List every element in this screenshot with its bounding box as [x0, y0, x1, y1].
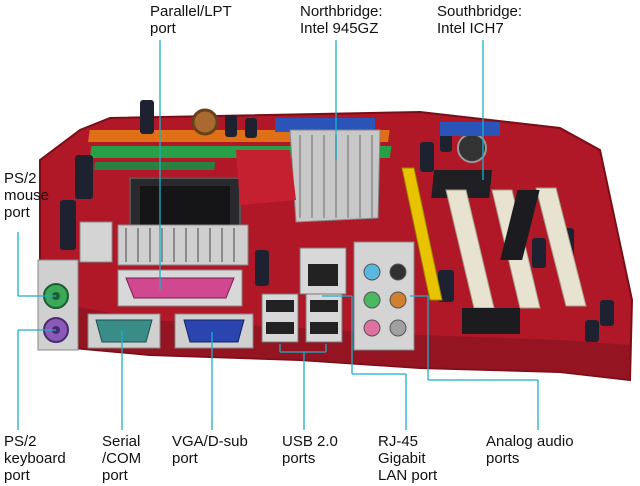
ide-connector: [440, 122, 500, 136]
northbridge-heatsink: [289, 129, 381, 223]
vrm-heatsink: [79, 221, 249, 266]
inductor-coil: [191, 108, 219, 136]
label-usb-ports: USB 2.0 ports: [282, 433, 338, 467]
label-serial-port: Serial /COM port: [102, 433, 142, 484]
cmos-battery: [457, 133, 487, 163]
capacitors: [60, 100, 614, 342]
vga-port: [174, 313, 254, 349]
label-lan-port: RJ-45 Gigabit LAN port: [378, 433, 438, 484]
atx-connector: [275, 118, 375, 132]
serial-port: [87, 313, 161, 349]
label-parallel-port: Parallel/LPT port: [150, 3, 232, 37]
label-northbridge: Northbridge: Intel 945GZ: [300, 3, 383, 37]
label-audio-ports: Analog audio ports: [486, 433, 574, 467]
leader-lines: [17, 40, 539, 430]
audio-jacks: [353, 241, 415, 351]
label-vga-port: VGA/D-sub port: [172, 433, 248, 467]
usb-ports: [261, 293, 343, 343]
label-ps2-mouse-port: PS/2 mouse port: [4, 170, 50, 221]
label-southbridge: Southbridge: Intel ICH7: [437, 3, 523, 37]
pcie-slot: [401, 167, 443, 301]
rj45-port: [299, 247, 347, 295]
lan-controller-chip: [462, 308, 520, 334]
parallel-port: [117, 269, 243, 307]
label-ps2-keyboard-port: PS/2 keyboard port: [4, 433, 66, 484]
